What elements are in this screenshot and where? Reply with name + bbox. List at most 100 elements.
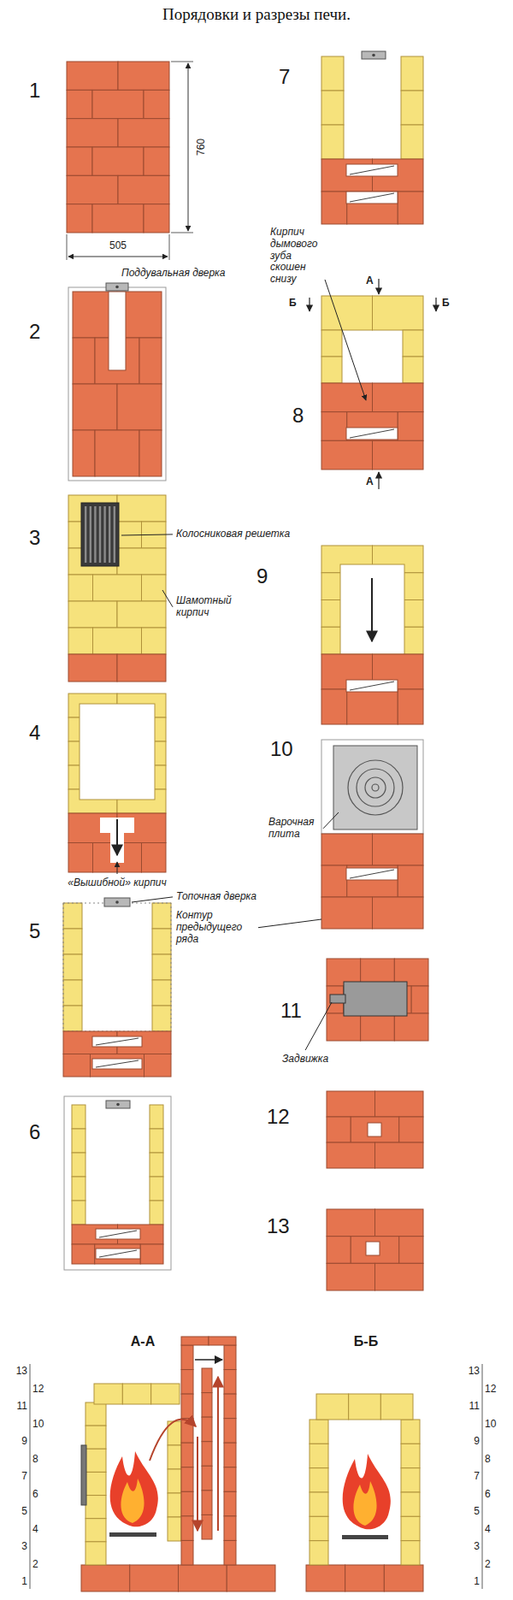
- red-brick: [345, 1564, 385, 1592]
- red-brick: [201, 1441, 213, 1467]
- fireclay-brick: [71, 1128, 86, 1153]
- callout-label: Кирпич дымового зуба скошен снизу: [270, 226, 322, 286]
- scale-number: 12: [32, 1383, 44, 1396]
- grate: [81, 502, 119, 567]
- red-brick: [372, 833, 425, 866]
- flow-arrow: [371, 577, 373, 642]
- section-mark: Б: [442, 297, 450, 310]
- scale-number: 6: [32, 1488, 39, 1501]
- red-brick: [224, 1418, 236, 1444]
- fireclay-brick: [380, 1393, 413, 1420]
- fireclay-brick: [141, 627, 167, 655]
- fireclay-brick: [122, 1383, 151, 1404]
- red-brick: [90, 1054, 145, 1078]
- scale-number: 1: [21, 1575, 28, 1588]
- fireclay-brick: [149, 1128, 164, 1153]
- red-brick: [306, 1564, 346, 1592]
- red-brick: [375, 1142, 425, 1168]
- scale-number: 9: [473, 1435, 480, 1448]
- fireclay-brick: [149, 1200, 164, 1225]
- red-brick: [181, 1491, 194, 1516]
- red-brick: [201, 1514, 213, 1539]
- row-number: 1: [29, 78, 41, 103]
- red-brick: [224, 1442, 236, 1468]
- channel-line: [99, 1230, 137, 1238]
- red-brick: [224, 1467, 236, 1492]
- door-knob: [115, 900, 119, 904]
- red-brick: [321, 833, 373, 866]
- red-brick: [350, 1236, 400, 1264]
- grate-bar: [99, 506, 101, 563]
- row-number: 11: [280, 998, 302, 1023]
- red-brick: [224, 1515, 236, 1541]
- previous-row-outline: [68, 287, 166, 481]
- flame: [110, 1450, 159, 1527]
- fireclay-brick: [149, 1104, 164, 1129]
- red-brick: [208, 1336, 236, 1345]
- red-brick: [375, 1262, 425, 1291]
- fireclay-brick: [93, 627, 142, 655]
- red-brick: [326, 1090, 376, 1117]
- section-title: Б-Б: [353, 1333, 378, 1350]
- red-brick: [224, 1344, 236, 1370]
- scale-number: 10: [32, 1418, 44, 1431]
- flame-core: [120, 1478, 144, 1523]
- flue-opening: [365, 1241, 380, 1256]
- grate: [109, 1532, 157, 1537]
- firebox-opening: [340, 564, 405, 655]
- channel-line: [95, 1037, 139, 1045]
- red-brick: [129, 1564, 179, 1592]
- red-brick: [63, 1054, 91, 1078]
- fireclay-brick: [316, 1393, 349, 1420]
- fireclay-brick: [321, 90, 344, 125]
- row-number: 3: [29, 525, 41, 550]
- red-brick: [181, 1539, 194, 1565]
- red-brick: [201, 1368, 213, 1393]
- red-brick: [372, 896, 425, 929]
- scale-number: 2: [484, 1558, 491, 1571]
- door-knob: [371, 53, 376, 58]
- red-brick: [226, 1564, 276, 1592]
- callout-label: Поддувальная дверка: [121, 267, 225, 280]
- scale-number: 4: [32, 1523, 39, 1536]
- red-brick: [201, 1465, 213, 1491]
- channel-opening: [95, 1248, 141, 1259]
- red-brick: [375, 1208, 425, 1237]
- red-brick: [181, 1467, 194, 1492]
- firebox-opening: [79, 703, 155, 800]
- red-brick: [72, 383, 118, 431]
- red-brick: [71, 1244, 95, 1264]
- dimension: 505: [109, 240, 127, 253]
- grate-bar: [103, 506, 106, 563]
- callout-label: «Вышибной» кирпич: [67, 877, 166, 890]
- red-brick: [321, 191, 348, 225]
- channel-opening: [346, 679, 398, 692]
- red-brick: [72, 337, 95, 384]
- red-brick: [143, 147, 170, 176]
- channel-opening: [92, 1036, 142, 1047]
- extension-line: [66, 234, 68, 260]
- red-brick: [394, 1013, 429, 1041]
- dimension-line: [188, 63, 189, 231]
- row-number: 9: [256, 564, 268, 589]
- scale-number: 8: [32, 1453, 39, 1466]
- fireclay-brick: [63, 902, 83, 929]
- door-symbol: [106, 283, 129, 291]
- row-number: 13: [266, 1214, 290, 1239]
- red-brick: [383, 1564, 424, 1592]
- red-brick: [321, 412, 348, 442]
- scale-line: [29, 1363, 31, 1589]
- fireclay-brick: [71, 1200, 86, 1225]
- flame-core: [353, 1480, 377, 1526]
- fireclay-brick: [372, 295, 425, 331]
- red-brick: [66, 204, 93, 233]
- scale-number: 3: [473, 1540, 480, 1553]
- section-mark: А: [365, 476, 374, 489]
- dimension: 760: [195, 138, 208, 156]
- red-brick: [326, 1116, 351, 1143]
- fireclay-brick: [400, 1515, 420, 1540]
- callout-label: Топочная дверка: [176, 890, 257, 903]
- channel-line: [349, 193, 395, 202]
- leader-line: [323, 812, 339, 829]
- red-brick: [321, 865, 348, 897]
